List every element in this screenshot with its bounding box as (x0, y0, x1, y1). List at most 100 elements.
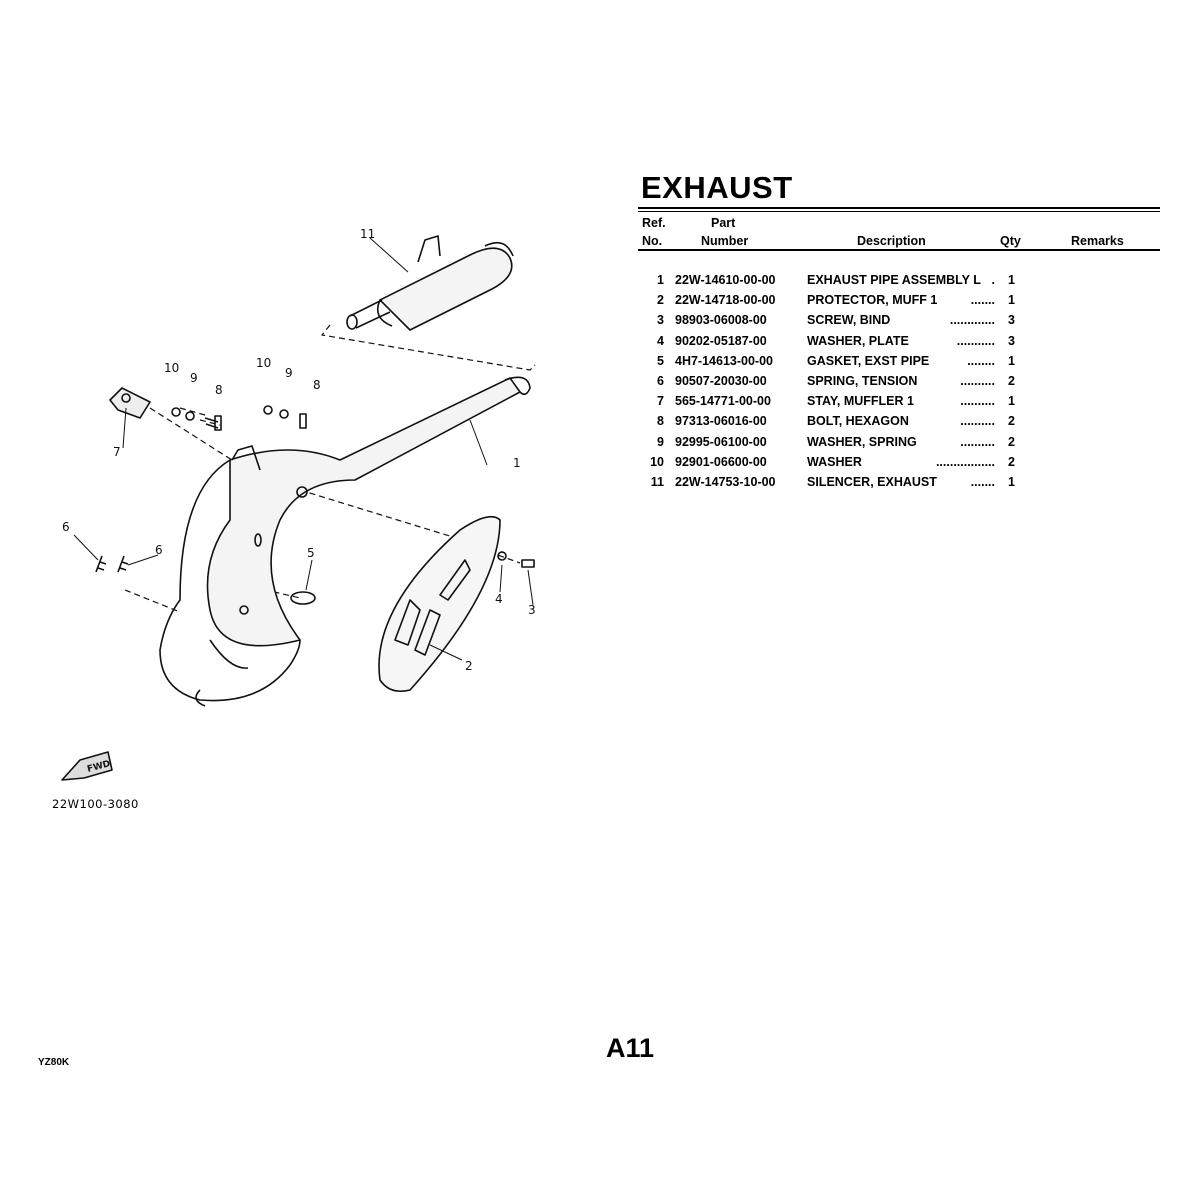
header-remarks: Remarks (1071, 234, 1124, 248)
part-number: 565-14771-00-00 (675, 394, 771, 409)
leader-dots: . (991, 273, 995, 287)
ref-no: 7 (657, 394, 664, 409)
part-number: 92995-06100-00 (675, 434, 767, 449)
table-row: 4 90202-05187-00 WASHER, PLATE........... 3 (638, 334, 1160, 354)
exhaust-pipe-drawing (159, 376, 531, 707)
quantity: 1 (1008, 394, 1015, 409)
callout-8: 8 (313, 378, 321, 392)
ref-no: 3 (657, 313, 664, 328)
callout-4: 4 (495, 592, 503, 606)
quantity: 1 (1008, 273, 1015, 287)
ref-no: 9 (657, 434, 664, 449)
ref-no: 4 (657, 333, 664, 348)
table-row: 9 92995-06100-00 WASHER, SPRING.......... 2 (638, 435, 1160, 455)
table-row: 5 4H7-14613-00-00 GASKET, EXST PIPE.......… (638, 354, 1160, 374)
part-number: 90507-20030-00 (675, 374, 767, 388)
callout-2: 2 (465, 659, 473, 673)
description: PROTECTOR, MUFF 1 (807, 293, 938, 308)
quantity: 3 (1008, 333, 1015, 348)
callout-3: 3 (528, 603, 536, 617)
table-row: 1 22W-14610-00-00 EXHAUST PIPE ASSEMBLY L.… (638, 273, 1160, 293)
silencer-drawing (346, 235, 514, 331)
ref-no: 11 (650, 475, 664, 489)
leader-dots: ........ (967, 353, 995, 368)
page-number: A11 (606, 1033, 655, 1063)
table-row: 8 97313-06016-00 BOLT, HEXAGON.......... 2 (638, 414, 1160, 434)
table-row: 10 92901-06600-00 WASHER................. 2 (638, 455, 1160, 475)
part-number: 22W-14610-00-00 (675, 273, 776, 287)
title-rule-bottom (638, 211, 1160, 212)
table-row: 11 22W-14753-10-00 SILENCER, EXHAUST......… (638, 475, 1160, 495)
quantity: 3 (1008, 313, 1015, 328)
quantity: 2 (1008, 434, 1015, 449)
description: GASKET, EXST PIPE (807, 353, 930, 368)
header-rule (638, 249, 1160, 251)
title-rule-top (638, 207, 1160, 209)
quantity: 2 (1008, 374, 1015, 388)
leader-dots: .......... (960, 374, 995, 388)
part-number: 92901-06600-00 (675, 454, 767, 469)
protector-drawing (378, 515, 501, 693)
ref-no: 2 (657, 293, 664, 308)
callout-11: 11 (360, 227, 375, 241)
part-number: 22W-14753-10-00 (675, 475, 776, 489)
springs-drawing (95, 555, 129, 573)
callout-1: 1 (513, 456, 521, 470)
description: WASHER (807, 454, 862, 469)
model-name: YZ80K (38, 1057, 70, 1068)
diagram-code: 22W100-3080 (52, 797, 139, 811)
stay-drawing (109, 387, 151, 419)
ref-no: 6 (657, 374, 664, 388)
callout-9: 9 (285, 366, 293, 380)
quantity: 1 (1008, 353, 1015, 368)
ref-no: 8 (657, 414, 664, 429)
header-part-1: Part (711, 216, 736, 230)
part-number: 98903-06008-00 (675, 313, 767, 328)
quantity: 1 (1008, 293, 1015, 308)
page-title: EXHAUST (641, 170, 793, 205)
description: STAY, MUFFLER 1 (807, 394, 914, 409)
description: BOLT, HEXAGON (807, 414, 909, 429)
part-number: 4H7-14613-00-00 (675, 353, 773, 368)
callout-8: 8 (215, 383, 223, 397)
callout-6: 6 (155, 543, 163, 557)
description: SCREW, BIND (807, 313, 891, 328)
quantity: 2 (1008, 454, 1015, 469)
leader-dots: ............. (949, 313, 995, 328)
description: SILENCER, EXHAUST (807, 475, 937, 489)
leader-dots: ....... (970, 293, 995, 308)
leader-dots: ................. (935, 454, 995, 469)
callout-10: 10 (164, 361, 179, 375)
header-part-2: Number (701, 234, 749, 248)
table-row: 3 98903-06008-00 SCREW, BIND............. 3 (638, 313, 1160, 333)
table-row: 2 22W-14718-00-00 PROTECTOR, MUFF 1.......… (638, 293, 1160, 313)
description: WASHER, SPRING (807, 434, 917, 449)
part-number: 22W-14718-00-00 (675, 293, 776, 308)
callout-7: 7 (113, 445, 121, 459)
header-description: Description (857, 234, 926, 248)
quantity: 1 (1008, 475, 1015, 489)
leader-dots: ........... (956, 333, 995, 348)
ref-no: 5 (657, 353, 664, 368)
header-ref-2: No. (642, 234, 663, 248)
header-qty: Qty (1000, 234, 1021, 248)
callout-5: 5 (307, 546, 315, 560)
callout-9: 9 (190, 371, 198, 385)
quantity: 2 (1008, 414, 1015, 429)
leader-dots: .......... (960, 434, 995, 449)
leader-dots: ....... (970, 475, 995, 489)
gasket-drawing (290, 591, 316, 605)
ref-no: 10 (650, 454, 664, 469)
description: WASHER, PLATE (807, 333, 909, 348)
part-number: 97313-06016-00 (675, 414, 767, 429)
leader-dots: .......... (960, 414, 995, 429)
part-number: 90202-05187-00 (675, 333, 767, 348)
callout-6: 6 (62, 520, 70, 534)
callout-10: 10 (256, 356, 271, 370)
ref-no: 1 (657, 273, 664, 287)
description: EXHAUST PIPE ASSEMBLY L (807, 273, 981, 287)
fwd-arrow-icon (61, 751, 113, 781)
